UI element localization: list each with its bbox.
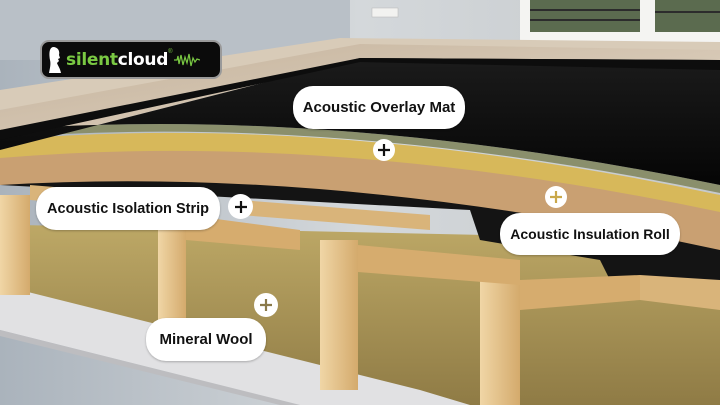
hotspot-mineral-wool[interactable] [254, 293, 278, 317]
label-text: Acoustic Insulation Roll [510, 226, 670, 242]
label-text: Acoustic Overlay Mat [302, 99, 456, 116]
label-text: Acoustic Isolation Strip [47, 200, 209, 217]
label-acoustic-overlay-mat[interactable]: Acoustic Overlay Mat [293, 86, 465, 129]
plus-icon [234, 200, 247, 213]
hotspot-acoustic-overlay-mat[interactable] [373, 139, 395, 161]
hotspot-acoustic-isolation-strip[interactable] [228, 194, 253, 219]
label-acoustic-isolation-strip[interactable]: Acoustic Isolation Strip [36, 187, 220, 230]
registered-mark: ® [168, 48, 173, 55]
label-acoustic-insulation-roll[interactable]: Acoustic Insulation Roll [500, 213, 680, 255]
hotspot-acoustic-insulation-roll[interactable] [545, 186, 567, 208]
head-silhouette-icon [49, 46, 61, 73]
brand-name-part2: cloud [117, 49, 169, 70]
plus-icon [260, 299, 272, 311]
label-text: Mineral Wool [159, 331, 253, 348]
plus-icon [550, 191, 562, 203]
plus-icon [378, 144, 390, 156]
sound-wave-icon [173, 53, 200, 66]
label-mineral-wool[interactable]: Mineral Wool [146, 318, 266, 361]
brand-name-part1: silent [66, 49, 118, 70]
